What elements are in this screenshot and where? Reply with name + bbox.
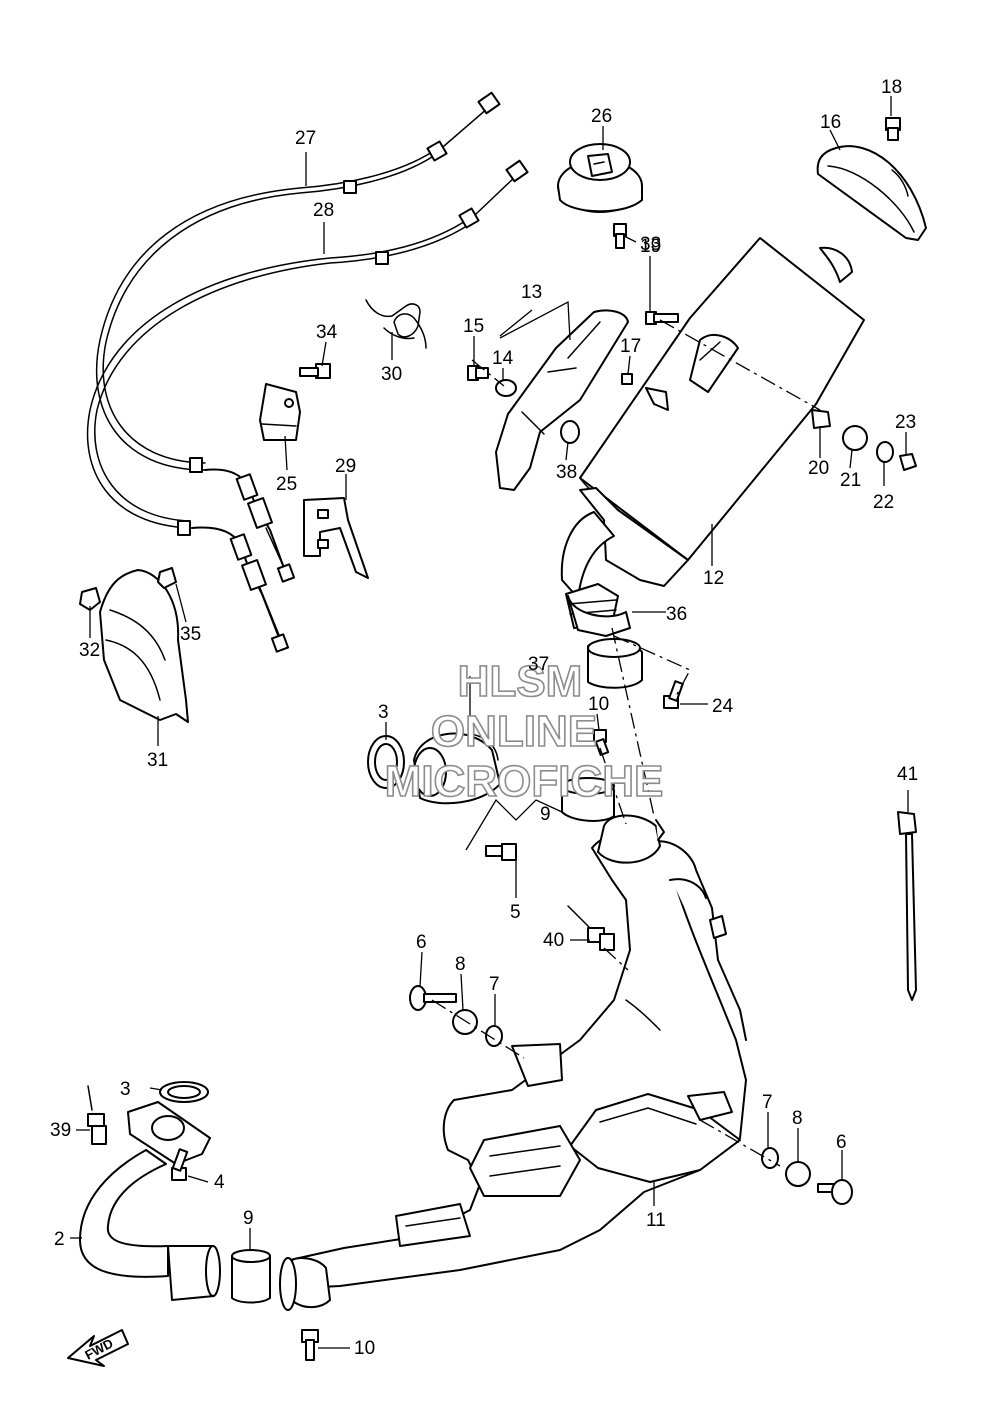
callout-31: 31 [147,750,168,771]
clip-30 [365,299,427,349]
washer-7-lower [761,1147,779,1169]
sensor-26 [557,143,643,213]
bolt-6-upper [409,985,457,1011]
callout-34: 34 [316,322,338,343]
bracket-25 [259,383,301,441]
callout-4: 4 [214,1172,225,1193]
sleeve-9-upper [561,777,615,822]
callout-21: 21 [840,470,861,491]
callout-15: 15 [463,316,484,337]
watermark-line-1: HLSM [458,657,583,706]
callout-33: 33 [640,234,661,255]
callout-20: 20 [808,458,829,479]
callout-5: 5 [510,902,521,923]
collar-8-lower [785,1161,811,1187]
callout-11: 11 [646,1210,666,1231]
callout-25: 25 [276,474,297,495]
clamp-36 [567,595,631,637]
callout-6: 6 [836,1132,847,1153]
callout-41: 41 [897,764,918,785]
callout-9: 9 [540,804,551,825]
callout-3: 3 [378,702,389,723]
washer-7-upper [485,1025,503,1047]
callout-16: 16 [820,112,841,133]
bolt-19 [645,311,679,325]
bolt-15 [467,365,489,381]
callout-17: 17 [620,336,641,357]
cable-tie-41 [897,811,917,1001]
joint-pipe-37 [413,732,501,805]
sleeve-37 [587,638,643,689]
watermark: HLSM ONLINE MICROFICHE [384,656,664,807]
callout-29: 29 [335,456,356,477]
callout-27: 27 [295,128,316,149]
bolt-10-upper [593,729,610,756]
cable-27 [95,91,501,583]
callout-12: 12 [703,568,724,589]
callout-39: 39 [50,1120,71,1141]
nut-32 [79,587,101,611]
sensor-39 [87,1085,107,1145]
callout-24: 24 [712,696,734,717]
callout-32: 32 [79,640,100,661]
callout-2: 2 [54,1229,65,1250]
callout-19: 19 [640,236,661,257]
callout-18: 18 [881,77,902,98]
bolt-33 [613,223,627,249]
callout-23: 23 [895,412,916,433]
callout-38: 38 [556,462,577,483]
assembly-lines [431,319,821,1167]
callout-6: 6 [416,932,427,953]
nut-17 [621,373,633,385]
callout-14: 14 [492,348,514,369]
callout-10: 10 [354,1338,375,1359]
callout-7: 7 [489,974,500,995]
bracket-29 [303,497,369,579]
end-cap-16 [816,145,927,241]
callout-7: 7 [762,1092,773,1113]
stud-4 [171,1148,189,1181]
callout-40: 40 [543,930,564,951]
leader-lines [70,96,909,1349]
cable-28 [86,159,529,653]
callout-22: 22 [873,492,894,513]
screw-18 [885,117,901,141]
header-pipe-2 [79,1101,221,1301]
cable-27-ferrule [343,180,357,194]
fwd-arrow-icon: FWD [67,1329,129,1367]
watermark-line-3: MICROFICHE [385,757,664,806]
bolt-6-lower [817,1179,853,1205]
callout-9: 9 [243,1208,254,1229]
callout-37: 37 [528,654,549,675]
callout-8: 8 [792,1108,803,1129]
cover-31 [99,569,189,723]
callout-26: 26 [591,106,612,127]
cable-27-end [477,91,501,115]
bolt-34 [299,363,331,379]
gasket-3-lower [159,1081,209,1103]
callout-28: 28 [313,200,334,221]
callout-36: 36 [666,604,687,625]
callout-30: 30 [381,364,402,385]
exhaust-pipe-11 [279,814,747,1311]
bolt-10-lower [301,1329,319,1361]
heat-shield-13 [495,309,629,491]
callout-10: 10 [588,694,609,715]
nut-35 [157,567,177,589]
mount-20-21-22-23 [811,409,917,471]
callout-numbers: 2 3 3 4 5 6 6 7 7 8 8 9 9 10 10 11 12 13… [50,77,918,1359]
collar-8-upper [452,1009,478,1035]
callout-13: 13 [521,282,542,303]
bolt-5 [485,843,517,861]
callout-35: 35 [180,624,201,645]
sleeve-9-lower [231,1249,271,1304]
sensor-40 [567,905,615,951]
grommet-38 [560,420,580,444]
callout-8: 8 [455,954,466,975]
callout-3: 3 [120,1079,131,1100]
muffler-12 [560,237,865,629]
watermark-line-2: ONLINE [431,707,597,756]
